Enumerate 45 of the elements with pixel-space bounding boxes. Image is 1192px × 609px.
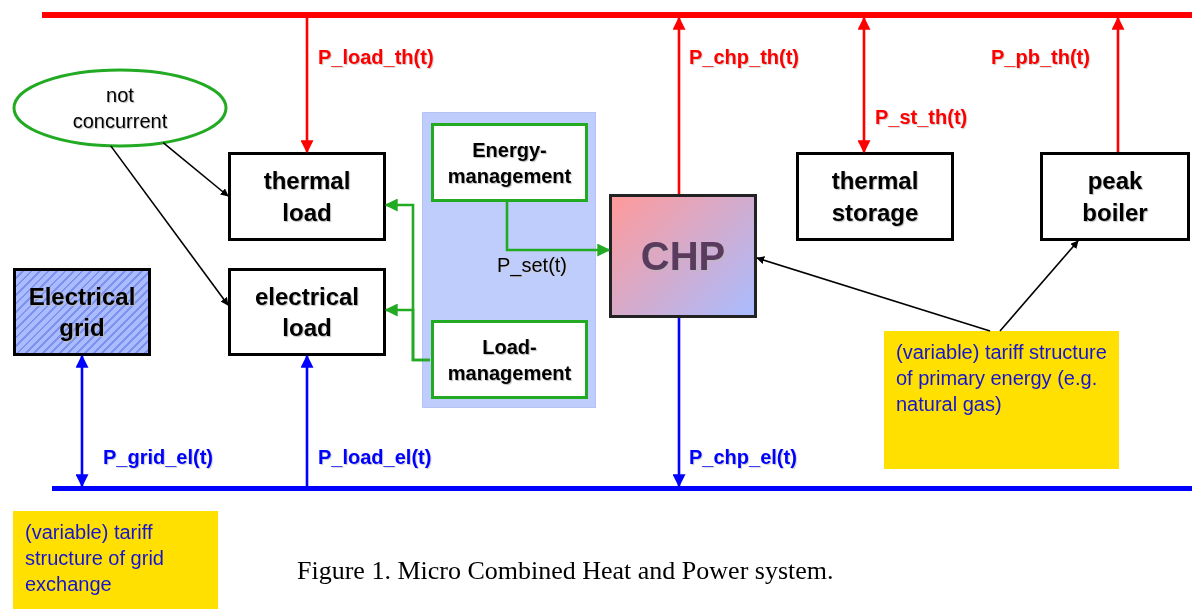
process-box xyxy=(228,152,386,241)
note-text: (variable) tariff structure of grid exchange xyxy=(25,520,165,597)
figure-caption: Figure 1. Micro Combined Heat and Power system. xyxy=(297,556,834,586)
arrow xyxy=(109,145,229,306)
edge-label: P_load_el(t) xyxy=(318,446,432,469)
box-label: CHP xyxy=(640,233,726,280)
arrow xyxy=(672,16,686,194)
arrow xyxy=(999,240,1079,332)
process-box xyxy=(796,152,954,241)
box-label: thermal storage xyxy=(830,166,920,228)
box-label: thermal load xyxy=(262,166,352,228)
arrow xyxy=(505,201,611,257)
edge-label: P_chp_el(t) xyxy=(689,446,797,469)
arrow xyxy=(162,141,229,197)
chp-box xyxy=(609,194,757,318)
box-label: Energy-management xyxy=(446,137,573,189)
arrow xyxy=(300,354,314,486)
note-text: (variable) tariff structure of primary energy (e.g. natural gas) xyxy=(896,340,1107,417)
arrow xyxy=(672,318,686,488)
grid-box xyxy=(13,268,151,356)
process-box xyxy=(431,123,588,202)
box-label: Electrical grid xyxy=(27,281,137,343)
process-box xyxy=(431,320,588,399)
note-ellipse xyxy=(12,68,228,148)
arrow xyxy=(75,354,89,488)
box-label: Load-management xyxy=(446,334,573,386)
process-box xyxy=(228,268,386,356)
edge-label: P_chp_th(t) xyxy=(689,46,799,69)
arrow xyxy=(1111,16,1125,152)
box-label: peak boiler xyxy=(1081,166,1149,228)
edge-label: P_load_th(t) xyxy=(318,46,434,69)
arrow xyxy=(384,303,430,362)
arrow xyxy=(300,18,314,154)
note-text: not concurrent xyxy=(71,83,169,134)
management-panel xyxy=(422,112,596,408)
process-box xyxy=(1040,152,1190,241)
arrow xyxy=(857,16,871,154)
edge-label: P_st_th(t) xyxy=(875,106,968,129)
box-label: electrical load xyxy=(253,281,361,343)
edge-label: P_pb_th(t) xyxy=(991,46,1090,69)
edge-label: P_set(t) xyxy=(497,254,568,277)
note-box xyxy=(884,331,1119,469)
edge-label: P_grid_el(t) xyxy=(103,446,214,469)
arrow xyxy=(756,256,991,332)
note-box xyxy=(13,511,218,609)
